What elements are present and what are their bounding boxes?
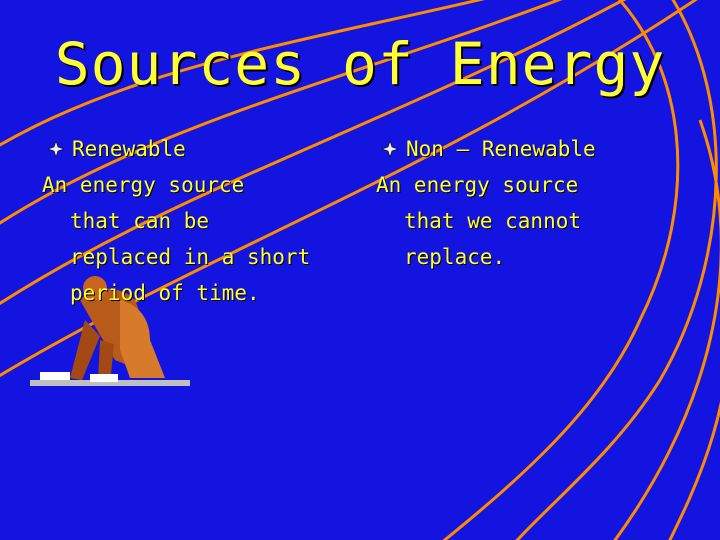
definition-line: replaced in a short [70, 245, 311, 269]
track-lane-line [442, 0, 680, 540]
track-lane-line [0, 0, 627, 306]
non-renewable-column: Non – Renewable An energy source that we… [376, 131, 676, 275]
definition-line: that can be [70, 209, 210, 233]
track-lane-line [0, 0, 698, 378]
diamond-bullet-icon [382, 141, 398, 157]
track-lane-line [0, 0, 486, 147]
definition-line: replace. [404, 245, 506, 269]
definition-line: that we cannot [404, 209, 582, 233]
renewable-column: Renewable An energy source that can be r… [42, 131, 342, 311]
track-lane-line [0, 0, 563, 225]
non-renewable-label: Non – Renewable [406, 137, 596, 161]
definition-line: An energy source [376, 173, 579, 197]
diamond-bullet-icon [48, 141, 64, 157]
non-renewable-heading: Non – Renewable [376, 131, 676, 167]
track-lane-line [668, 401, 720, 540]
track-lane-line [613, 119, 720, 540]
track-lane-line [515, 0, 718, 540]
renewable-heading: Renewable [42, 131, 342, 167]
definition-line: period of time. [70, 281, 260, 305]
sprinter-illustration [30, 276, 190, 386]
definition-line: An energy source [42, 173, 245, 197]
slide-title: Sources of Energy [54, 30, 666, 98]
renewable-label: Renewable [72, 137, 186, 161]
